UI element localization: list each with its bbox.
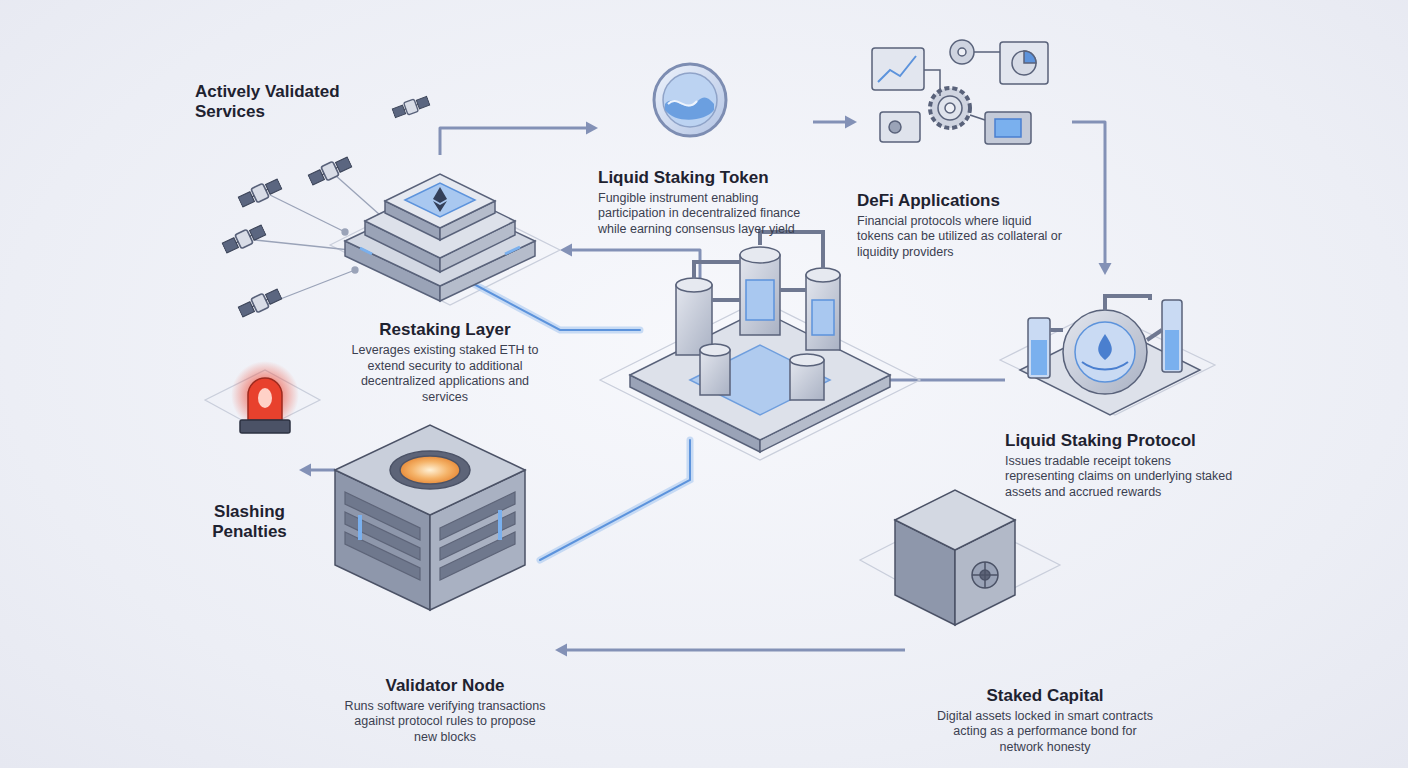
protocol-flasks <box>1020 296 1200 415</box>
text-group: Liquid Staking TokenFungible instrument … <box>598 168 803 238</box>
text-group: Liquid Staking ProtocolIssues tradable r… <box>1005 431 1235 501</box>
arrow-head <box>1099 263 1112 275</box>
node-heading: Actively Validated Services <box>195 82 370 122</box>
penalty-box: Slashing Penalties <box>200 365 299 545</box>
flow-arrow <box>813 116 857 129</box>
arrow-head <box>586 122 598 135</box>
text-group: Staked CapitalDigital assets locked in s… <box>930 686 1160 756</box>
text-group: DeFi ApplicationsFinancial protocols whe… <box>857 191 1067 261</box>
restaking-platform <box>345 174 535 301</box>
node-heading: Slashing Penalties <box>202 502 297 542</box>
arrow-head <box>555 644 567 657</box>
arrow-head <box>299 464 311 477</box>
arrow-head <box>560 244 572 257</box>
node-description: Issues tradable receipt tokens represent… <box>1005 454 1235 501</box>
node-description: Leverages existing staked ETH to extend … <box>340 343 550 405</box>
flow-arrow <box>555 644 905 657</box>
node-heading: Validator Node <box>343 676 548 696</box>
slashing-alarm <box>231 361 299 433</box>
flow-line <box>440 128 586 155</box>
flow-line <box>567 649 905 652</box>
validator-server <box>335 425 525 610</box>
text-group: Slashing Penalties <box>202 502 297 545</box>
protocol-box: Liquid Staking ProtocolIssues tradable r… <box>1005 275 1240 500</box>
service-label: Actively Validated Services <box>195 82 374 131</box>
node-heading: Liquid Staking Token <box>598 168 803 188</box>
node-description: Financial protocols where liquid tokens … <box>857 214 1067 261</box>
node-description: Runs software verifying transactions aga… <box>343 699 548 746</box>
validator-box: Validator NodeRuns software verifying tr… <box>335 410 555 745</box>
node-heading: Staked Capital <box>930 686 1160 706</box>
defi-box: DeFi ApplicationsFinancial protocols whe… <box>857 30 1072 260</box>
text-group: Restaking LayerLeverages existing staked… <box>340 320 550 405</box>
text-group: Validator NodeRuns software verifying tr… <box>343 676 548 746</box>
flow-arrow <box>440 122 598 156</box>
processing-machine <box>630 232 890 452</box>
flow-arrow <box>1072 122 1112 275</box>
node-description: Digital assets locked in smart contracts… <box>930 709 1160 756</box>
token-coin <box>654 64 726 136</box>
capital-box: Staked CapitalDigital assets locked in s… <box>905 485 1185 755</box>
restaking-box: Restaking LayerLeverages existing staked… <box>330 155 560 405</box>
node-heading: DeFi Applications <box>857 191 1067 211</box>
flow-line <box>311 469 335 472</box>
flow-arrow <box>299 464 335 477</box>
node-heading: Liquid Staking Protocol <box>1005 431 1235 451</box>
flow-line <box>1072 122 1105 263</box>
capital-vault <box>895 490 1015 625</box>
token-box: Liquid Staking TokenFungible instrument … <box>598 62 813 237</box>
frame-lines <box>205 190 1215 615</box>
arrow-head <box>845 116 857 129</box>
flow-line <box>813 121 845 124</box>
node-description: Fungible instrument enabling participati… <box>598 191 803 238</box>
node-heading: Restaking Layer <box>340 320 550 340</box>
defi-icons <box>872 40 1048 144</box>
text-group: Actively Validated Services <box>195 82 370 125</box>
